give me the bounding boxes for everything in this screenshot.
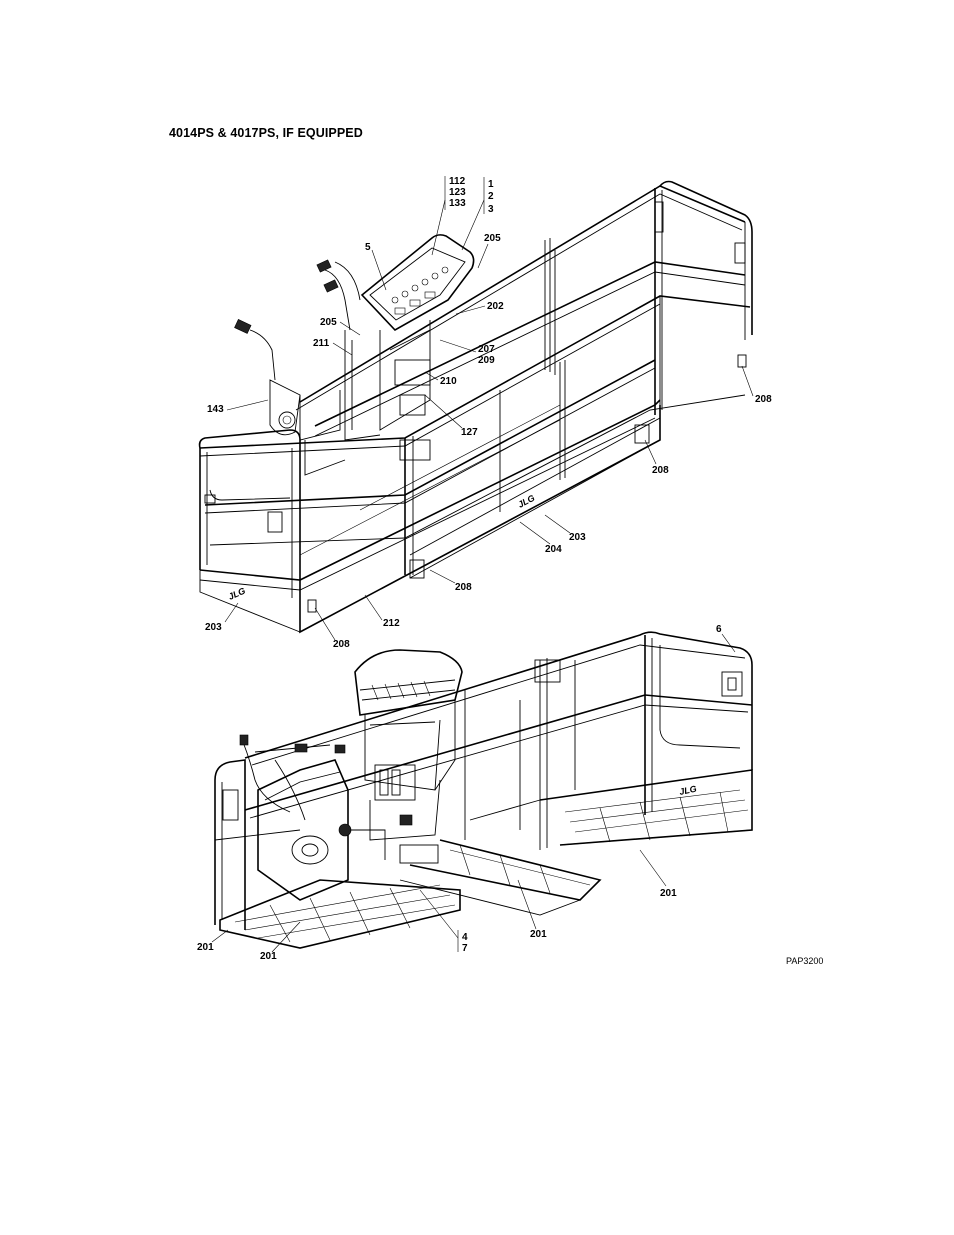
callout-123: 123 bbox=[449, 187, 466, 198]
callout-208-c: 208 bbox=[455, 582, 472, 593]
callout-205-b: 205 bbox=[320, 317, 337, 328]
callout-211: 211 bbox=[313, 338, 330, 349]
platform-bottom-view: JLG bbox=[215, 632, 752, 948]
callout-3: 3 bbox=[488, 204, 494, 215]
callout-209: 209 bbox=[478, 355, 495, 366]
platform-top-view: JLG JLG bbox=[200, 182, 752, 633]
callout-112: 112 bbox=[449, 176, 466, 187]
callout-201-b: 201 bbox=[530, 929, 547, 940]
callout-208-b: 208 bbox=[652, 465, 669, 476]
callout-127: 127 bbox=[461, 427, 478, 438]
callout-203-b: 203 bbox=[205, 622, 222, 633]
callout-133: 133 bbox=[449, 198, 466, 209]
callout-201-a: 201 bbox=[660, 888, 677, 899]
callout-212: 212 bbox=[383, 618, 400, 629]
callout-210: 210 bbox=[440, 376, 457, 387]
callout-202: 202 bbox=[487, 301, 504, 312]
callout-5: 5 bbox=[365, 242, 371, 253]
svg-text:JLG: JLG bbox=[678, 784, 697, 797]
callout-201-d: 201 bbox=[260, 951, 277, 962]
svg-text:JLG: JLG bbox=[227, 586, 247, 602]
callout-143: 143 bbox=[207, 404, 224, 415]
callout-201-c: 201 bbox=[197, 942, 214, 953]
callout-208-d: 208 bbox=[333, 639, 350, 650]
callout-204: 204 bbox=[545, 544, 562, 555]
callout-1: 1 bbox=[488, 179, 494, 190]
callout-7: 7 bbox=[462, 943, 468, 954]
drawing-reference: PAP3200 bbox=[786, 956, 823, 966]
callout-207: 207 bbox=[478, 344, 495, 355]
callout-6: 6 bbox=[716, 624, 722, 635]
callout-205-a: 205 bbox=[484, 233, 501, 244]
callout-203-a: 203 bbox=[569, 532, 586, 543]
callout-208-a: 208 bbox=[755, 394, 772, 405]
callout-2: 2 bbox=[488, 191, 494, 202]
callout-4: 4 bbox=[462, 932, 468, 943]
